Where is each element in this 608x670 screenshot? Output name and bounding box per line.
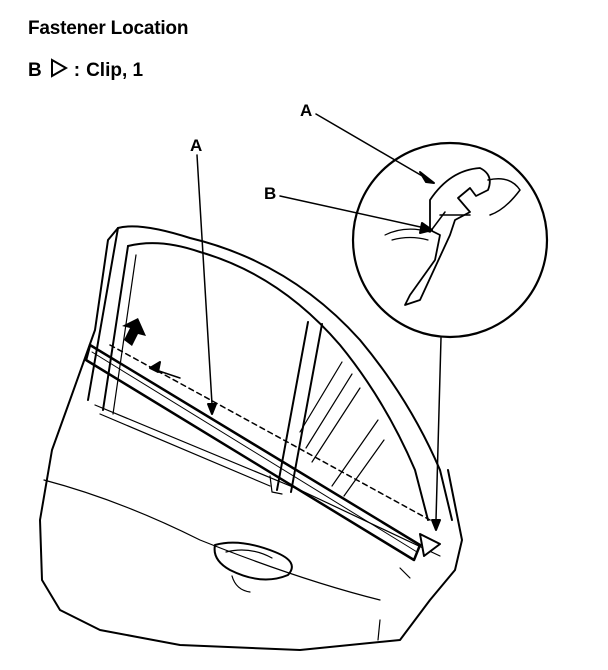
door-handle [213, 541, 293, 581]
door-panel [39, 227, 463, 651]
triangle-outline-icon [50, 58, 68, 84]
leader-a-main [196, 154, 213, 405]
clip-triangle [419, 533, 441, 557]
clip-line [109, 344, 431, 521]
callout-a-main: A [190, 136, 203, 155]
legend-separator: : [73, 60, 81, 81]
window-frame-inner [127, 242, 429, 521]
window-frame-outer [117, 225, 453, 521]
clip-legend: B : Clip, 1 [28, 58, 143, 84]
division-bar [276, 321, 309, 491]
page-title: Fastener Location [28, 18, 189, 39]
leader-a-detail [315, 113, 425, 178]
legend-key: B [28, 60, 42, 81]
legend-text: Clip, 1 [86, 60, 144, 81]
detail-circle [351, 141, 549, 339]
callout-b-detail: B [264, 184, 277, 203]
callout-a-detail: A [300, 101, 313, 120]
arrow-up-icon [122, 318, 146, 346]
molding-strip [84, 343, 422, 562]
detail-clip [404, 167, 491, 306]
leader-b-detail [279, 195, 426, 229]
